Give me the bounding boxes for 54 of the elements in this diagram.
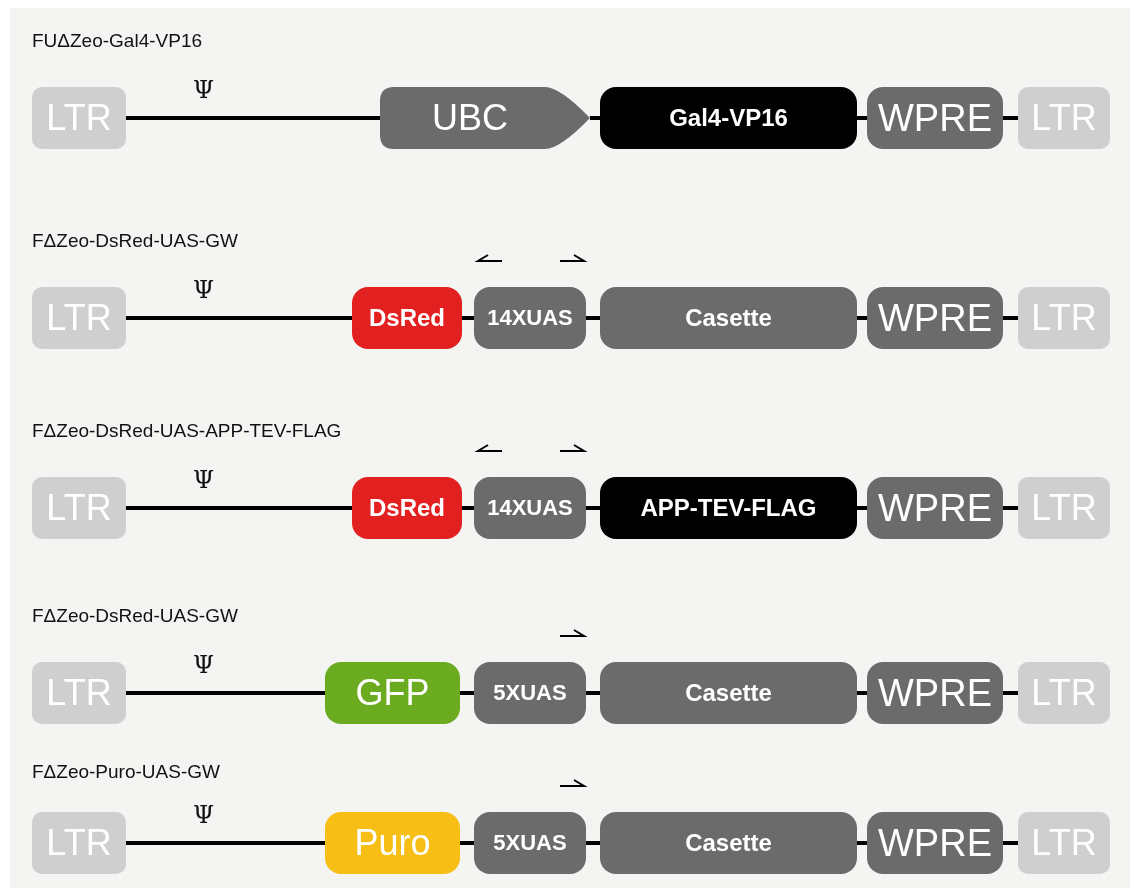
psi-symbol: Ψ: [193, 466, 215, 494]
construct-title: FΔZeo-Puro-UAS-GW: [32, 761, 220, 783]
cassette-box: Casette: [600, 812, 857, 874]
gene-box: APP-TEV-FLAG: [600, 477, 857, 539]
backbone-line: [1003, 691, 1018, 695]
backbone-line: [586, 691, 600, 695]
backbone-line: [590, 116, 600, 120]
psi-symbol: Ψ: [193, 276, 215, 304]
backbone-line: [857, 691, 867, 695]
cassette-box: Casette: [600, 662, 857, 724]
reporter-box: DsRed: [352, 287, 462, 349]
backbone-line: [462, 316, 474, 320]
backbone-line: [857, 116, 867, 120]
backbone-line: [126, 316, 352, 320]
backbone-line: [1003, 116, 1018, 120]
reporter-box: GFP: [325, 662, 460, 724]
cassette-box: Casette: [600, 287, 857, 349]
construct-title: FΔZeo-DsRed-UAS-GW: [32, 230, 238, 252]
backbone-line: [586, 841, 600, 845]
construct-title: FΔZeo-DsRed-UAS-GW: [32, 605, 238, 627]
backbone-line: [460, 691, 474, 695]
backbone-line: [857, 316, 867, 320]
backbone-line: [1003, 841, 1018, 845]
backbone-line: [857, 841, 867, 845]
construct-title: FΔZeo-DsRed-UAS-APP-TEV-FLAG: [32, 420, 342, 442]
backbone-line: [1003, 316, 1018, 320]
backbone-line: [126, 691, 325, 695]
uas-box: 5XUAS: [474, 812, 586, 874]
backbone-line: [126, 841, 325, 845]
backbone-line: [586, 506, 600, 510]
element-box: WPRE: [867, 812, 1003, 874]
uas-box: 5XUAS: [474, 662, 586, 724]
element-box: WPRE: [867, 477, 1003, 539]
backbone-line: [460, 841, 474, 845]
promoter-label: UBC: [432, 97, 508, 139]
gene-box: Gal4-VP16: [600, 87, 857, 149]
element-box: WPRE: [867, 87, 1003, 149]
uas-box: 14XUAS: [474, 287, 586, 349]
reporter-box: DsRed: [352, 477, 462, 539]
backbone-line: [1003, 506, 1018, 510]
psi-symbol: Ψ: [193, 801, 215, 829]
element-box: WPRE: [867, 662, 1003, 724]
backbone-line: [857, 506, 867, 510]
backbone-line: [126, 116, 380, 120]
backbone-line: [462, 506, 474, 510]
backbone-line: [126, 506, 352, 510]
backbone-line: [586, 316, 600, 320]
psi-symbol: Ψ: [193, 76, 215, 104]
promoter-arrow: [380, 87, 590, 149]
uas-box: 14XUAS: [474, 477, 586, 539]
marker-box: Puro: [325, 812, 460, 874]
psi-symbol: Ψ: [193, 651, 215, 679]
element-box: WPRE: [867, 287, 1003, 349]
construct-title: FUΔZeo-Gal4-VP16: [32, 30, 203, 52]
